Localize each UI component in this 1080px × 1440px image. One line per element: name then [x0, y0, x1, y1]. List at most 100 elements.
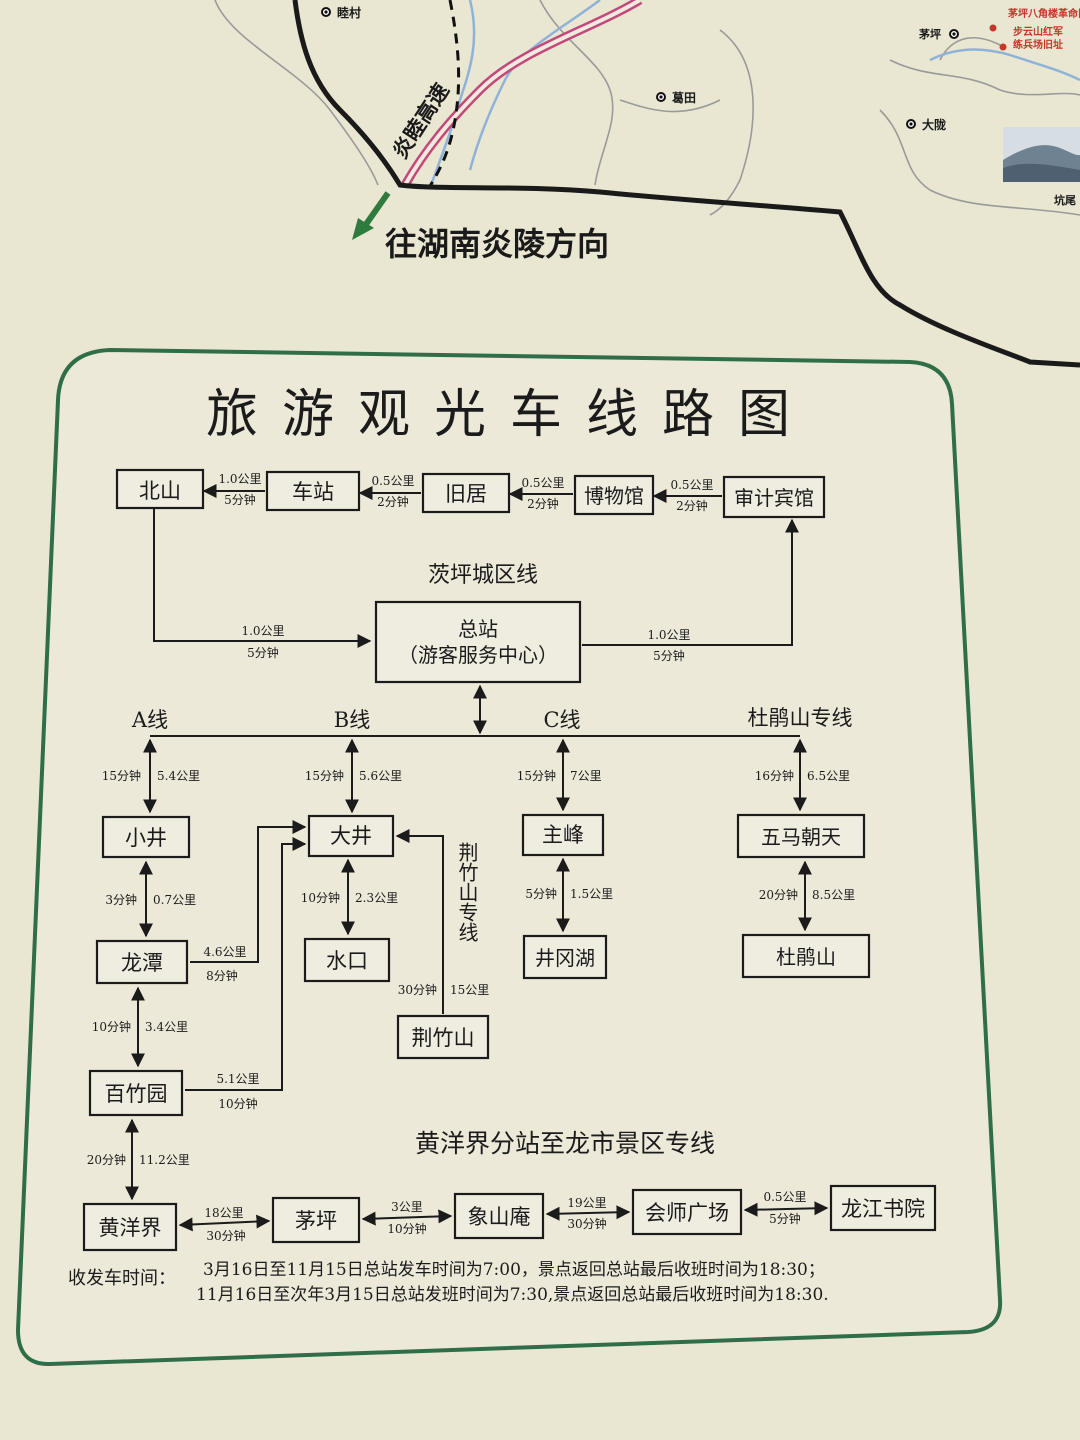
landmark-label: 茅坪八角楼革命旧址群: [1008, 7, 1080, 20]
node-beishan: 北山: [115, 468, 205, 510]
node-label: 龙江书院: [841, 1197, 925, 1221]
node-longtan: 龙潭: [95, 939, 189, 985]
line-label-c: C线: [543, 708, 580, 732]
node-label: 井冈湖: [535, 946, 595, 970]
city-line-chain: 北山 车站 旧居 博物馆 审计宾馆 1.0公里 5分钟 0.5公里 2分钟: [115, 468, 826, 663]
node-xiangshan: 象山庵: [453, 1192, 545, 1240]
hub-title: 总站: [458, 617, 498, 641]
scenery-photo: [1003, 127, 1080, 182]
line-label-dujuan: 杜鹃山专线: [748, 706, 853, 730]
railway-line: [428, 0, 461, 187]
node-dajing: 大井: [307, 814, 395, 858]
node-huangyangjie: 黄洋界: [82, 1202, 178, 1252]
edge-distance: 0.5公里: [521, 476, 564, 490]
edge-duration: 3分钟: [105, 892, 137, 907]
edge-duration: 2分钟: [527, 496, 559, 511]
node-wuma: 五马朝天: [736, 813, 866, 859]
edge-distance: 3公里: [391, 1200, 423, 1214]
place-maoping: 茅坪: [919, 27, 959, 41]
hub-subtitle: （游客服务中心）: [398, 643, 558, 667]
edge-distance: 1.0公里: [647, 628, 690, 642]
edge-duration: 5分钟: [653, 648, 685, 663]
edge-duration: 30分钟: [398, 982, 437, 997]
node-label: 会师广场: [645, 1201, 729, 1225]
node-baizhuyuan: 百竹园: [88, 1069, 184, 1117]
c-line: 主峰 井冈湖 15分钟 7公里 5分钟 1.5公里: [517, 738, 613, 980]
place-kengwei: 坑尾: [1054, 193, 1076, 207]
node-zhufeng: 主峰: [521, 813, 605, 857]
node-label: 荆竹山: [412, 1026, 475, 1050]
edge-hub-shenji: [582, 518, 799, 646]
node-label: 主峰: [542, 823, 584, 847]
line-label-a: A线: [131, 708, 168, 732]
direction-arrow-head: [352, 218, 374, 240]
edge-distance: 1.5公里: [570, 887, 613, 901]
b-line: 大井 水口 荆竹山 15分钟 5.6公里 10分钟 2.3公里 4.6公里 8分…: [185, 738, 489, 1111]
edge-distance: 0.5公里: [371, 474, 414, 488]
edge-duration: 10分钟: [387, 1221, 426, 1236]
node-label: 博物馆: [584, 484, 644, 508]
highway-yanmu: [401, 0, 643, 188]
landmark-label: 练兵场旧址: [1013, 38, 1063, 51]
place-label: 葛田: [671, 90, 696, 105]
place-getian: 葛田: [656, 90, 696, 105]
node-huishi: 会师广场: [631, 1188, 743, 1236]
node-shuikou: 水口: [303, 937, 391, 983]
landmark-markers: 茅坪八角楼革命旧址群 步云山红军 练兵场旧址: [989, 7, 1080, 51]
node-label: 五马朝天: [761, 825, 841, 849]
node-label: 黄洋界: [99, 1216, 162, 1240]
edge-distance: 0.5公里: [670, 478, 713, 492]
edge-huishi-longjiang: [743, 1201, 829, 1217]
edge-duration: 10分钟: [301, 890, 340, 905]
edge-distance: 8.5公里: [812, 888, 855, 902]
node-label: 小井: [125, 826, 167, 850]
edge-duration: 30分钟: [206, 1228, 245, 1243]
edge-duration: 10分钟: [92, 1019, 131, 1034]
node-bowuguan: 博物馆: [573, 474, 655, 516]
edge-xiangshan-huishi: [545, 1205, 631, 1221]
edge-duration: 5分钟: [525, 886, 557, 901]
node-longjiang: 龙江书院: [829, 1184, 937, 1232]
node-label: 茅坪: [295, 1209, 337, 1233]
dujuan-line: 五马朝天 杜鹃山 16分钟 6.5公里 20分钟 8.5公里: [736, 738, 871, 979]
edge-maoping-xiangshan: [361, 1209, 453, 1226]
edge-duration: 20分钟: [759, 887, 798, 902]
node-label: 大井: [330, 824, 372, 848]
schedule-label: 收发车时间：: [68, 1268, 176, 1289]
node-hub: 总站 （游客服务中心）: [374, 600, 582, 684]
node-label: 百竹园: [105, 1082, 168, 1106]
edge-duration: 5分钟: [224, 492, 256, 507]
schedule-line-1: 3月16日至11月15日总站发车时间为7:00，景点返回总站最后收班时间为18:…: [203, 1260, 825, 1280]
line-label-b: B线: [334, 708, 370, 732]
edge-jingzhushan-dajing: [395, 829, 444, 1014]
edge-duration: 5分钟: [769, 1211, 801, 1226]
edge-distance: 18公里: [204, 1206, 243, 1220]
diagram-frame: [15, 347, 1003, 1367]
node-jinggang: 井冈湖: [522, 934, 608, 980]
edge-distance: 15公里: [450, 983, 489, 997]
edge-distance: 7公里: [570, 769, 602, 783]
edge-duration: 30分钟: [567, 1216, 606, 1231]
edge-distance: 2.3公里: [355, 891, 398, 905]
edge-baizhuyuan-dajing: [185, 837, 307, 1091]
province-border: [292, 0, 1080, 368]
edge-duration: 20分钟: [87, 1152, 126, 1167]
edge-duration: 10分钟: [218, 1096, 257, 1111]
edge-distance: 5.4公里: [157, 769, 200, 783]
landmark-dot: [999, 43, 1007, 51]
node-label: 审计宾馆: [734, 486, 814, 510]
node-label: 北山: [139, 479, 181, 503]
edge-duration: 2分钟: [676, 498, 708, 513]
edge-duration: 2分钟: [377, 494, 409, 509]
jingzhushan-line-label: 荆竹山专线: [455, 842, 479, 942]
place-label: 大陇: [922, 117, 946, 132]
edge-duration: 8分钟: [206, 968, 238, 983]
edge-beishan-hub: [153, 508, 372, 648]
schedule-notes: 收发车时间： 3月16日至11月15日总站发车时间为7:00，景点返回总站最后收…: [68, 1260, 829, 1305]
district-boundaries: [214, 0, 1080, 216]
a-line: 小井 龙潭 百竹园 15分钟 5.4公里 3分钟 0.7公里 10分钟 3.4公…: [87, 738, 200, 1201]
edge-duration: 15分钟: [102, 768, 141, 783]
node-label: 水口: [326, 949, 368, 973]
edge-huangyangjie-maoping: [178, 1214, 271, 1232]
node-xiaojing: 小井: [101, 815, 191, 859]
